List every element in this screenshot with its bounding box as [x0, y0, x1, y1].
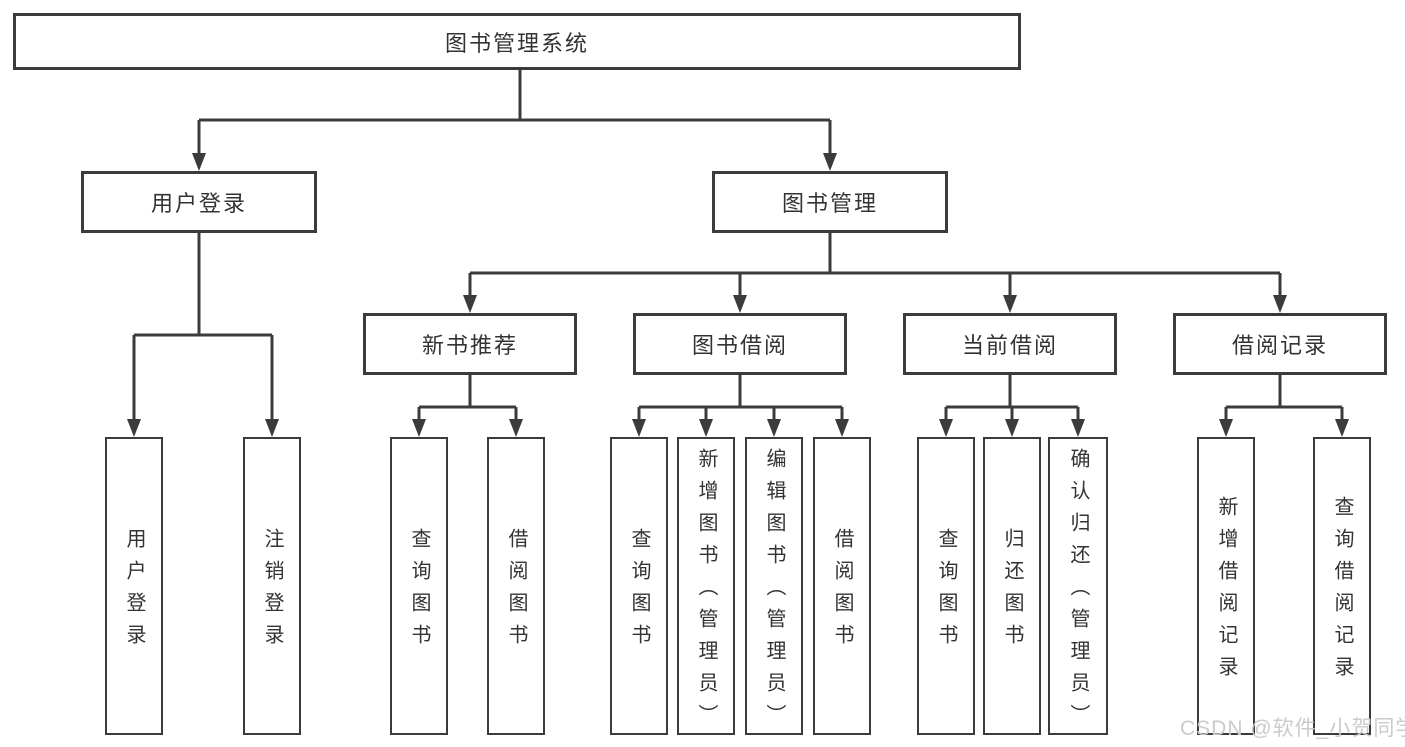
node-user-login-module: 用户登录 — [81, 171, 317, 233]
node-label: 编辑图书（管理员） — [763, 448, 785, 736]
node-label: 用户登录 — [150, 191, 247, 216]
node-borrowing-records: 借阅记录 — [1173, 313, 1387, 375]
node-label: 借阅图书 — [831, 528, 853, 656]
node-root-system: 图书管理系统 — [13, 13, 1021, 70]
node-label: 查询图书 — [408, 528, 430, 656]
node-label: 新增图书（管理员） — [695, 448, 717, 736]
node-label: 用户登录 — [123, 528, 145, 656]
csdn-watermark: CSDN @软件_小贺同学 — [1180, 717, 1405, 740]
arrowhead — [1219, 419, 1233, 437]
node-leaf-user-login: 用户登录 — [105, 437, 163, 735]
node-leaf-logout: 注销登录 — [243, 437, 301, 735]
node-leaf-borrow-books-2: 借阅图书 — [813, 437, 871, 735]
node-label: 查询借阅记录 — [1331, 496, 1353, 688]
arrowhead — [767, 419, 781, 437]
node-label: 查询图书 — [935, 528, 957, 656]
connector-userlogin-to-children — [132, 233, 274, 422]
arrowhead — [1003, 295, 1017, 313]
arrowhead — [412, 419, 426, 437]
arrowhead — [127, 419, 141, 437]
arrowhead — [1335, 419, 1349, 437]
node-label: 注销登录 — [261, 528, 283, 656]
node-label: 确认归还（管理员） — [1067, 448, 1089, 736]
arrowhead — [463, 295, 477, 313]
connector-bookmgmt-to-level3 — [468, 233, 1282, 298]
node-leaf-add-borrow-record: 新增借阅记录 — [1197, 437, 1255, 735]
arrowhead — [509, 419, 523, 437]
connector-current-to-children — [944, 375, 1080, 422]
arrowhead — [1005, 419, 1019, 437]
arrowhead — [192, 153, 206, 171]
connector-borrow-to-children — [637, 375, 844, 422]
arrowhead — [699, 419, 713, 437]
arrowhead — [265, 419, 279, 437]
arrowheads — [127, 153, 1349, 437]
node-current-borrowing: 当前借阅 — [903, 313, 1117, 375]
node-book-management-module: 图书管理 — [712, 171, 948, 233]
node-leaf-query-borrow-record: 查询借阅记录 — [1313, 437, 1371, 735]
node-label: 新书推荐 — [421, 333, 518, 358]
node-leaf-query-books-1: 查询图书 — [390, 437, 448, 735]
connector-recommend-to-children — [417, 375, 518, 422]
node-leaf-add-books-admin: 新增图书（管理员） — [677, 437, 735, 736]
node-label: 图书管理 — [781, 191, 878, 216]
node-label: 借阅记录 — [1231, 333, 1328, 358]
node-leaf-return-books: 归还图书 — [983, 437, 1041, 735]
node-label: 图书借阅 — [691, 333, 788, 358]
node-leaf-edit-books-admin: 编辑图书（管理员） — [745, 437, 803, 736]
arrowhead — [733, 295, 747, 313]
node-leaf-borrow-books-1: 借阅图书 — [487, 437, 545, 735]
arrowhead — [939, 419, 953, 437]
node-leaf-query-books-2: 查询图书 — [610, 437, 668, 735]
arrowhead — [1071, 419, 1085, 437]
node-label: 图书管理系统 — [444, 30, 589, 56]
node-new-book-recommend: 新书推荐 — [363, 313, 577, 375]
node-leaf-confirm-return-admin: 确认归还（管理员） — [1048, 437, 1108, 736]
node-book-borrowing: 图书借阅 — [633, 313, 847, 375]
node-label: 当前借阅 — [961, 333, 1058, 358]
node-label: 归还图书 — [1001, 528, 1023, 656]
connector-shafts — [132, 70, 1344, 422]
node-leaf-query-books-3: 查询图书 — [917, 437, 975, 735]
connector-root-to-level2 — [197, 70, 832, 156]
connector-records-to-children — [1224, 375, 1344, 422]
arrowhead — [1273, 295, 1287, 313]
arrowhead — [632, 419, 646, 437]
arrowhead — [835, 419, 849, 437]
node-label: 新增借阅记录 — [1215, 496, 1237, 688]
node-label: 借阅图书 — [505, 528, 527, 656]
arrowhead — [823, 153, 837, 171]
node-label: 查询图书 — [628, 528, 650, 656]
